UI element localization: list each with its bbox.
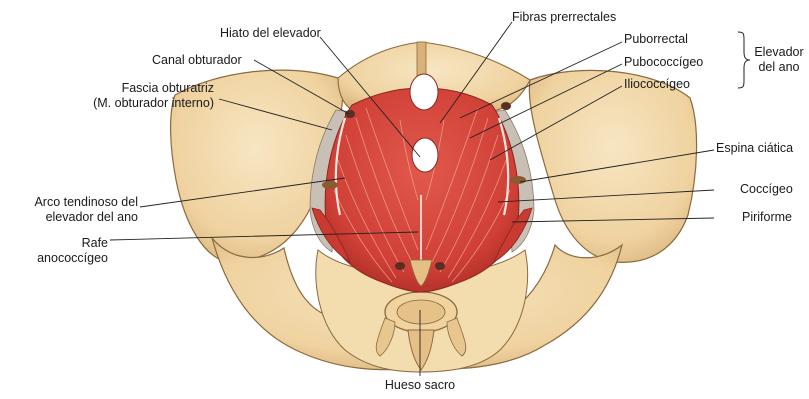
label-elevador-line2: del ano (750, 60, 808, 75)
label-arco-tendinoso: Arco tendinoso del elevador del ano (10, 195, 138, 225)
label-fascia-line2: (M. obturador interno) (84, 96, 214, 111)
elevador-bracket (738, 32, 750, 88)
label-pubococcigeo: Pubococcígeo (624, 55, 703, 70)
rectal-opening (412, 138, 438, 172)
label-fibras-prerrectales: Fibras prerrectales (512, 10, 616, 25)
label-arco-line2: elevador del ano (10, 210, 138, 225)
label-canal-obturador: Canal obturador (152, 53, 242, 68)
label-elevador-line1: Elevador (750, 45, 808, 60)
label-fascia-obturatriz: Fascia obturatriz (M. obturador interno) (84, 81, 214, 111)
label-piriforme: Piriforme (742, 210, 792, 225)
label-hueso-sacro: Hueso sacro (370, 378, 470, 393)
coccyx-foramen-right (435, 262, 445, 270)
sacral-canal (397, 300, 445, 324)
label-espina-ciatica: Espina ciática (716, 141, 793, 156)
label-rafe-anococcigeo: Rafe anococcígeo (30, 236, 108, 266)
obturator-canal-left (345, 110, 355, 118)
coccyx-foramen-left (395, 262, 405, 270)
obturator-canal-right (501, 102, 511, 110)
label-puborrectal: Puborrectal (624, 32, 688, 47)
urethral-opening (410, 74, 438, 110)
ischial-spine-right (510, 176, 526, 184)
label-iliococcigeo: Iliococcígeo (624, 77, 690, 92)
label-coccigeo: Coccígeo (740, 182, 793, 197)
label-rafe-line1: Rafe (30, 236, 108, 251)
label-arco-line1: Arco tendinoso del (10, 195, 138, 210)
label-elevador-del-ano: Elevador del ano (750, 45, 808, 75)
label-fascia-line1: Fascia obturatriz (84, 81, 214, 96)
label-hiato-del-elevador: Hiato del elevador (220, 26, 321, 41)
label-rafe-line2: anococcígeo (30, 251, 108, 266)
ischial-spine-left (322, 181, 338, 189)
